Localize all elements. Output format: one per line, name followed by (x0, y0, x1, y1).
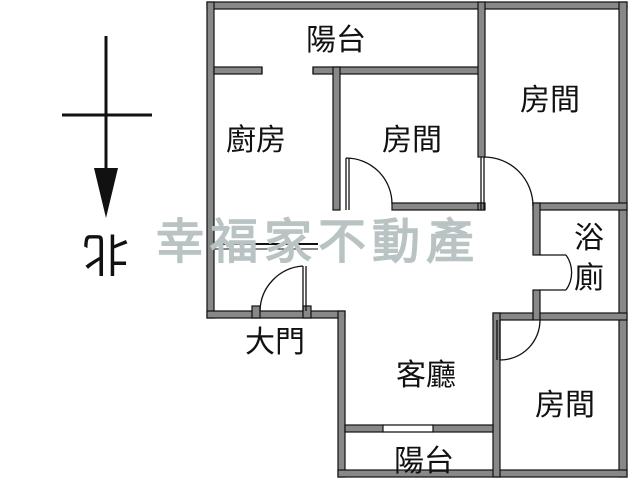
wall (618, 1, 628, 478)
room-label-living-room: 客廳 (396, 358, 456, 393)
door-swing (483, 156, 534, 207)
room-label-top-balcony: 陽台 (306, 23, 366, 58)
room-label-bath-bottom: 廁 (574, 261, 604, 296)
room-label-bedroom-northeast: 房間 (520, 83, 580, 118)
wall (344, 424, 384, 433)
north-label: 北 (83, 227, 129, 281)
wall (532, 202, 541, 256)
room-label-bottom-balcony: 陽台 (394, 444, 454, 479)
door-swing (345, 157, 393, 205)
door-swing (499, 319, 541, 361)
room-label-main-door: 大門 (245, 325, 305, 360)
wall (492, 312, 501, 478)
wall (539, 312, 628, 321)
room-label-bedroom-southeast: 房間 (535, 388, 595, 423)
wall (337, 469, 628, 478)
wall (532, 289, 541, 321)
wall (206, 1, 215, 319)
doors (259, 156, 573, 361)
wall (477, 1, 486, 158)
door-swing (259, 265, 304, 312)
watermark: 幸福家不動產 (156, 214, 480, 270)
wall (532, 202, 628, 211)
wall (251, 305, 261, 319)
compass: 北 (62, 36, 152, 281)
wall (213, 66, 263, 75)
room-label-kitchen: 廚房 (226, 123, 286, 158)
wall (206, 1, 628, 10)
wall (302, 305, 312, 319)
openings (214, 67, 433, 433)
door-swing (565, 254, 573, 291)
room-label-bath-top: 浴 (574, 221, 604, 256)
wall (337, 310, 346, 478)
wall (432, 424, 494, 433)
compass-arrow-icon (94, 168, 118, 218)
walls (206, 1, 628, 478)
wall (332, 66, 341, 211)
room-label-bedroom-center: 房間 (382, 123, 442, 158)
wall (391, 202, 485, 211)
wall (206, 310, 346, 319)
